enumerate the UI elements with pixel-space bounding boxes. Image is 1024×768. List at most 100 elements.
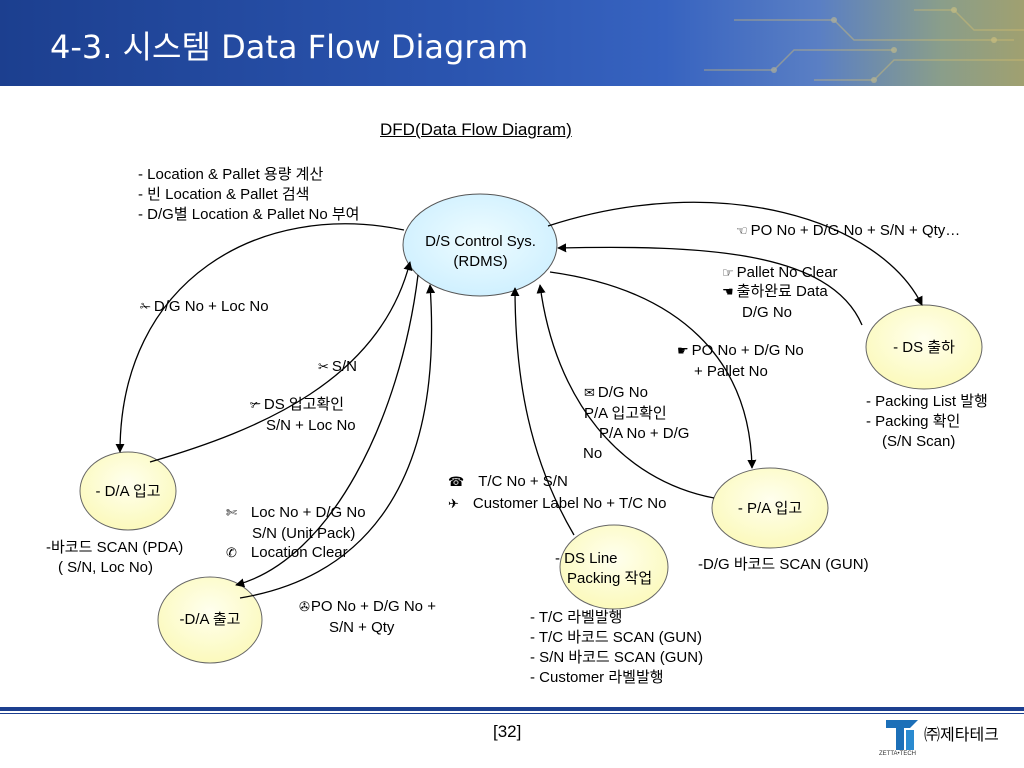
flow-text: D/G No <box>742 304 793 321</box>
candle-icon: ✇ <box>299 600 310 615</box>
note-line: - S/N 바코드 SCAN (GUN) <box>530 649 704 666</box>
flow-text: S/N + Loc No <box>266 417 356 434</box>
flow-text: Loc No + D/G No <box>250 504 366 521</box>
flow-text: + Pallet No <box>694 363 768 380</box>
flow-label-sn: ✂S/N <box>318 357 357 378</box>
flow-label-ds-inbound-confirm: ✃DS 입고확인 S/N + Loc No <box>250 395 356 436</box>
flow-label-tc-sn: ☎ T/C No + S/N <box>448 472 568 493</box>
flow-control-to-pa-in <box>549 271 757 469</box>
note-line: ( S/N, Loc No) <box>58 559 154 576</box>
footer-divider <box>0 707 1024 711</box>
pointing-hand-icon: ☛ <box>677 344 689 359</box>
scissors-icon: ✃ <box>250 398 261 413</box>
node-ds-outbound <box>865 304 983 390</box>
flow-label-po-dg-pallet: ☛PO No + D/G No + Pallet No <box>677 341 804 382</box>
flow-control-to-da-out <box>235 274 419 588</box>
scissors-icon: ✁ <box>140 300 151 315</box>
header-banner: 4-3. 시스템 Data Flow Diagram <box>0 0 1024 86</box>
flow-text: P/A 입고확인 <box>584 405 667 422</box>
pointing-hand-icon: ☚ <box>722 285 734 300</box>
da-inbound-notes: -바코드 SCAN (PDA) ( S/N, Loc No) <box>46 538 183 578</box>
flow-text: S/N <box>331 358 357 375</box>
note-line: - Packing List 발행 <box>866 393 988 410</box>
da-outbound-label: -D/A 출고 <box>179 611 241 628</box>
note-line: -바코드 SCAN (PDA) <box>46 539 184 556</box>
bus-icon: ✄ <box>226 506 237 521</box>
note-line: - T/C 바코드 SCAN (GUN) <box>530 629 702 646</box>
pointing-hand-icon: ☜ <box>736 224 748 239</box>
flow-label-dg-loc: ✁D/G No + Loc No <box>140 297 269 318</box>
control-system-label: D/S Control Sys. (RDMS) <box>403 232 558 272</box>
note-line: - Customer 라벨발행 <box>530 669 664 686</box>
note-line: - 빈 Location & Pallet 검색 <box>138 186 310 203</box>
flow-label-po-dg-sn-qty-out: ☜PO No + D/G No + S/N + Qty… <box>736 221 960 242</box>
note-line: - Location & Pallet 용량 계산 <box>138 166 324 183</box>
envelope-icon: ✉ <box>584 386 595 401</box>
ds-line-notes: - T/C 라벨발행 - T/C 바코드 SCAN (GUN) - S/N 바코… <box>530 608 703 688</box>
flow-control-to-ds-out <box>547 201 923 306</box>
flow-text: D/G No + Loc No <box>153 298 269 315</box>
book-icon: ✆ <box>226 546 237 561</box>
footer-divider-thin <box>0 713 1024 714</box>
flow-label-pa-inbound-confirm: ✉D/G No P/A 입고확인 P/A No + D/G No <box>583 383 690 464</box>
flow-text: No <box>583 445 603 462</box>
logo-caption: ZETTA•TECH <box>879 751 916 757</box>
node-control-system <box>402 193 558 297</box>
flow-text: 출하완료 Data <box>736 283 828 300</box>
pa-inbound-label: - P/A 입고 <box>737 500 803 517</box>
note-line: (S/N Scan) <box>882 433 956 450</box>
flow-ds-line-to-control <box>510 287 575 536</box>
control-system-abbr: (RDMS) <box>453 253 508 270</box>
flow-label-shipment-complete: ☚출하완료 Data D/G No <box>722 282 828 323</box>
control-system-name: D/S Control Sys. <box>425 233 536 250</box>
flow-label-location-clear: ✆ Location Clear <box>226 543 348 564</box>
pa-inbound-notes: -D/G 바코드 SCAN (GUN) <box>698 556 869 573</box>
company-logo-icon <box>886 720 918 750</box>
airplane-icon: ✈ <box>448 497 459 512</box>
flow-text: P/A No + D/G <box>599 425 690 442</box>
pointing-hand-icon: ☞ <box>722 266 734 281</box>
node-pa-inbound <box>711 467 829 549</box>
telephone-icon: ☎ <box>448 475 465 490</box>
flow-text: DS 입고확인 <box>263 396 345 413</box>
page-title: 4-3. 시스템 Data Flow Diagram <box>50 28 529 66</box>
flow-text: PO No + D/G No + S/N + Qty… <box>750 222 961 239</box>
da-inbound-label: - D/A 입고 <box>95 483 161 500</box>
node-ds-line <box>559 524 669 610</box>
flow-control-to-da-in <box>115 223 405 453</box>
flow-text: Pallet No Clear <box>736 264 838 281</box>
flow-label-loc-dg-sn: ✄ Loc No + D/G No S/N (Unit Pack) <box>226 503 366 544</box>
note-line: - T/C 라벨발행 <box>530 609 623 626</box>
flow-text: Customer Label No + T/C No <box>472 495 667 512</box>
scissors-icon: ✂ <box>318 360 329 375</box>
note-line: - Packing 확인 <box>866 413 961 430</box>
ds-line-label: - DS Line Packing 작업 <box>555 549 675 589</box>
flow-label-customer-label: ✈ Customer Label No + T/C No <box>448 494 666 515</box>
node-da-inbound <box>79 451 177 531</box>
page-number: [32] <box>493 722 522 741</box>
flow-text: D/G No <box>597 384 648 401</box>
flow-label-po-dg-sn-qty: ✇PO No + D/G No + S/N + Qty <box>299 597 436 638</box>
flow-text: S/N (Unit Pack) <box>252 525 356 542</box>
flow-text: S/N + Qty <box>329 619 395 636</box>
node-da-outbound <box>157 576 263 664</box>
flow-text: PO No + D/G No + <box>310 598 436 615</box>
control-notes: - Location & Pallet 용량 계산 - 빈 Location &… <box>138 165 359 225</box>
flow-text: Location Clear <box>250 544 348 561</box>
flow-text: PO No + D/G No <box>691 342 804 359</box>
flow-da-in-to-control <box>149 261 413 463</box>
flow-pa-in-to-control <box>536 284 715 499</box>
ds-outbound-notes: - Packing List 발행 - Packing 확인 (S/N Scan… <box>866 392 988 452</box>
circuit-board-decoration <box>704 7 1024 83</box>
ds-line-name: - DS Line <box>555 550 618 567</box>
flow-ds-out-to-control <box>557 243 863 326</box>
ds-outbound-label: - DS 출하 <box>893 339 955 356</box>
flow-da-out-to-control <box>239 284 436 599</box>
note-line: - D/G별 Location & Pallet No 부여 <box>138 206 360 223</box>
company-name: ㈜제타테크 <box>924 725 999 744</box>
ds-line-task: Packing 작업 <box>567 570 653 587</box>
flow-text: T/C No + S/N <box>478 473 568 490</box>
flow-label-pallet-clear: ☞Pallet No Clear <box>722 263 838 284</box>
diagram-title: DFD(Data Flow Diagram) <box>380 120 572 139</box>
